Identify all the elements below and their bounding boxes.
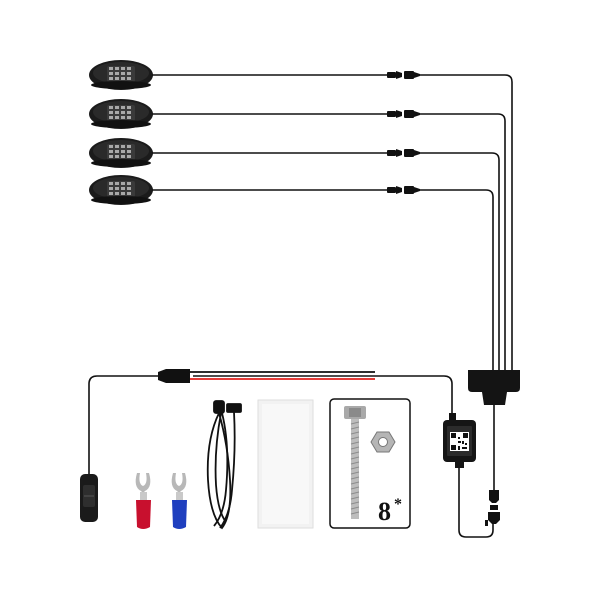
bluetooth-control-box	[443, 413, 476, 468]
adhesive-pad-icon	[257, 399, 314, 529]
rock-light-pod-3	[89, 138, 153, 168]
pod-wires	[152, 74, 513, 370]
main-harness	[88, 375, 495, 538]
wire-connector-4	[387, 186, 420, 194]
spade-terminal-red-icon	[135, 473, 151, 529]
spade-terminal-blue-icon	[171, 473, 187, 529]
rock-light-pod-4	[89, 175, 153, 205]
wire-connector-1	[387, 71, 420, 79]
screw-bolt-icon	[344, 406, 366, 519]
wire-connector-2	[387, 110, 420, 118]
qr-code-icon	[450, 432, 469, 451]
rock-light-pod-2	[89, 99, 153, 129]
output-plug	[485, 490, 500, 526]
rock-light-pod-1	[89, 60, 153, 90]
bolt-kit-box: 8 *	[329, 398, 411, 529]
bolt-quantity-mark: *	[394, 496, 402, 513]
wire-connector-3	[387, 149, 420, 157]
hex-nut-icon	[370, 431, 396, 453]
splitter-hub	[468, 370, 520, 405]
rocker-switch-icon	[80, 474, 98, 522]
power-leads	[158, 369, 375, 383]
extension-cable-icon	[206, 400, 242, 530]
bolt-quantity-label: 8	[378, 497, 391, 526]
